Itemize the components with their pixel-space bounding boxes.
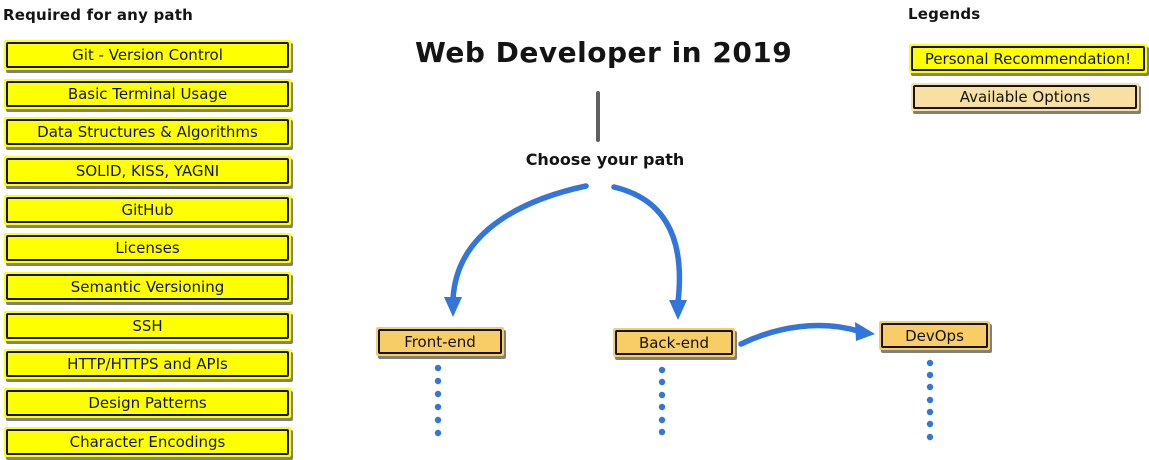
node-label: Basic Terminal Usage: [67, 85, 228, 103]
node-design-patterns[interactable]: Design Patterns: [4, 388, 291, 418]
node-solid-kiss-yagni[interactable]: SOLID, KISS, YAGNI: [4, 156, 291, 186]
node-label: DevOps: [905, 326, 964, 345]
node-git-version-control[interactable]: Git - Version Control: [4, 40, 291, 70]
node-character-encodings[interactable]: Character Encodings: [4, 427, 291, 457]
legend-label: Personal Recommendation!: [924, 49, 1132, 68]
node-http-https-apis[interactable]: HTTP/HTTPS and APIs: [4, 349, 291, 379]
arrow-head-back-end: [669, 300, 687, 320]
node-back-end[interactable]: Back-end: [613, 328, 735, 357]
node-label: Back-end: [638, 333, 710, 352]
legends-heading: Legends: [908, 5, 981, 23]
arrow-to-front-end: [450, 183, 589, 303]
page-title: Web Developer in 2019: [415, 36, 793, 69]
dotted-line-front-end: [434, 364, 442, 437]
choose-your-path-label: Choose your path: [525, 150, 685, 169]
node-label: SSH: [132, 317, 163, 335]
node-label: Design Patterns: [88, 394, 207, 412]
legend-personal-recommendation: Personal Recommendation!: [909, 44, 1147, 73]
dotted-line-back-end: [658, 366, 666, 436]
node-github[interactable]: GitHub: [4, 195, 291, 225]
node-label: Licenses: [115, 239, 180, 257]
node-label: GitHub: [121, 201, 174, 219]
arrow-to-back-end: [611, 184, 683, 305]
legend-label: Available Options: [959, 88, 1091, 106]
node-front-end[interactable]: Front-end: [376, 327, 504, 356]
node-devops[interactable]: DevOps: [879, 321, 990, 350]
node-label: Data Structures & Algorithms: [37, 123, 258, 141]
legend-available-options: Available Options: [911, 83, 1139, 111]
node-basic-terminal-usage[interactable]: Basic Terminal Usage: [4, 79, 291, 109]
node-label: Git - Version Control: [72, 46, 223, 64]
node-label: Character Encodings: [69, 433, 226, 451]
arrow-head-devops: [855, 322, 875, 341]
node-label: Front-end: [404, 332, 476, 351]
arrow-to-devops: [738, 322, 861, 347]
node-label: HTTP/HTTPS and APIs: [67, 355, 228, 373]
required-heading: Required for any path: [3, 6, 193, 24]
node-data-structures-algorithms[interactable]: Data Structures & Algorithms: [4, 117, 291, 147]
node-semantic-versioning[interactable]: Semantic Versioning: [4, 272, 291, 302]
node-licenses[interactable]: Licenses: [4, 233, 291, 263]
node-ssh[interactable]: SSH: [4, 311, 291, 341]
node-label: SOLID, KISS, YAGNI: [75, 162, 220, 180]
dotted-line-devops: [926, 359, 934, 441]
arrow-head-front-end: [444, 297, 462, 317]
node-label: Semantic Versioning: [70, 278, 225, 296]
